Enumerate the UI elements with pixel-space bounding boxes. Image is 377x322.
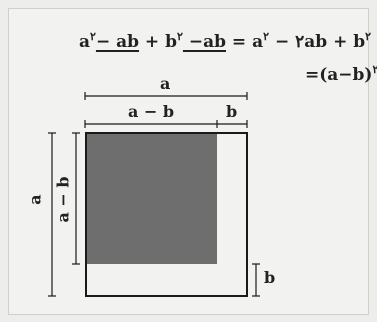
dimension-line-parts-top	[84, 120, 248, 128]
term-b: b	[353, 32, 366, 52]
term-minus-ab: −ab	[182, 32, 226, 52]
exponent: ۲	[365, 30, 372, 43]
exponent: ۲	[372, 63, 377, 76]
label-top-b: b	[226, 102, 238, 121]
dimension-line-b-right	[252, 263, 260, 297]
dimension-line-a-left	[48, 132, 56, 297]
result-text: =(a−b)	[305, 65, 373, 85]
label-left-a: a	[25, 194, 45, 205]
term-b: b	[165, 32, 177, 52]
identity-result: =(a−b)۲	[305, 63, 377, 85]
exponent: ۲	[90, 30, 96, 43]
exponent: ۲	[263, 30, 270, 43]
label-right-b: b	[264, 268, 276, 287]
label-top-a: a	[160, 74, 171, 93]
term-minus-ab: − ab	[95, 32, 140, 52]
outer-square	[85, 132, 248, 297]
exponent: ۲	[177, 30, 183, 43]
term-a: a	[79, 32, 91, 52]
label-top-a-minus-b: a − b	[128, 102, 175, 121]
plus-sign: +	[139, 32, 166, 52]
label-left-a-minus-b: a − b	[53, 176, 73, 223]
shaded-square	[86, 133, 217, 264]
equals-sign: =	[226, 32, 253, 52]
term-middle: − ۲ab +	[269, 32, 354, 52]
identity-equation: a۲− ab + b۲ −ab = a۲ − ۲ab + b۲	[79, 30, 371, 52]
term-a: a	[252, 32, 264, 52]
dimension-line-a-minus-b-left	[72, 132, 80, 265]
dimension-line-a-top	[84, 92, 248, 100]
